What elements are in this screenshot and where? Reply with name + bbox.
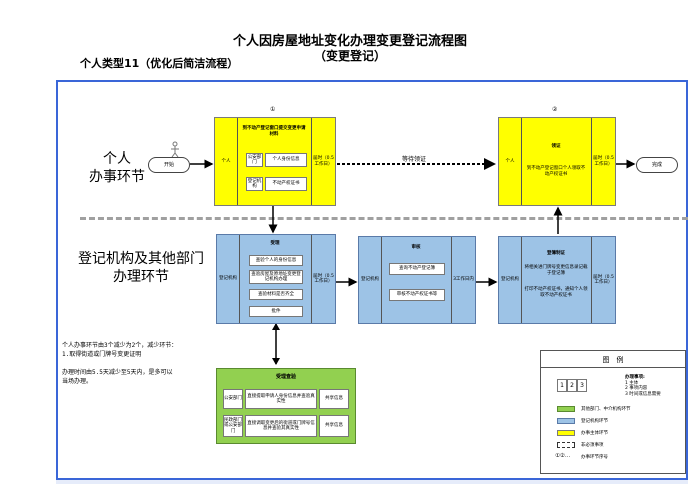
legend-swatch-yellow	[557, 430, 575, 436]
accept-item-1: 查验个人的身份信息	[249, 255, 303, 266]
legend-steps-desc: 办理事项: 1 主体 2 事项内容 3 时间或信息需要	[625, 375, 661, 397]
lane-divider	[80, 217, 688, 220]
step1-number: ①	[270, 106, 276, 113]
step1-header: 到不动产登记窗口提交变更申请材料	[242, 126, 306, 137]
review-box: 登记机构 审核 查询不动产登记簿 审核不动产权证书等 3工作日内	[358, 236, 476, 324]
wait-label: 等待领证	[402, 156, 427, 163]
step2-actor: 个人	[505, 158, 515, 164]
legend-label-blue: 登记机构环节	[581, 419, 608, 424]
register-actor: 登记机构	[501, 277, 519, 283]
legend-steps-sample: 1 2 3	[557, 379, 587, 392]
register-item-1: 将相关进门牌号变更信息录记载于登记簿	[524, 265, 588, 276]
review-actor: 登记机构	[361, 277, 379, 283]
review-time: 3工作日内	[453, 277, 474, 283]
accept-box: 登记机构 受理 查验个人的身份信息 查验房屋及原地址变更登记机构办理 查验材料是…	[216, 234, 336, 324]
register-header: 登簿制证	[547, 251, 565, 256]
register-box: 登记机构 登簿制证 将相关进门牌号变更信息录记载于登记簿 打印不动产权证书，通知…	[498, 236, 616, 324]
legend-swatch-green	[557, 406, 575, 412]
step1-item2-source: 登记机构	[246, 177, 263, 191]
diagram-frame	[56, 80, 688, 480]
verify-row2-type: 共享信息	[319, 415, 349, 437]
frame-shadow	[56, 480, 688, 484]
legend-order-sample: ①②…	[555, 453, 571, 459]
page-subtitle: （变更登记）	[313, 49, 386, 63]
start-node: 开始	[148, 157, 190, 173]
verify-row2-dept: 民政部门或公安部门	[223, 415, 243, 437]
accept-time: 届时（0.5工作日）	[313, 273, 334, 285]
lane-label-personal: 个人办事环节	[89, 151, 145, 185]
optimization-note: 个人办事环节由3个减少为2个，减少环节： 1.取得街道或门牌号变更证明 办理时间…	[62, 342, 178, 385]
review-item-2: 审核不动产权证书等	[389, 289, 445, 301]
step1-box: 个人 到不动产登记窗口提交变更申请材料 公安部门 个人身份信息 登记机构 不动产…	[214, 117, 336, 206]
review-item-1: 查询不动产登记簿	[389, 263, 445, 275]
accept-item-2: 查验房屋及原地址变更登记机构办理	[249, 270, 303, 284]
step2-number: ②	[552, 106, 558, 113]
accept-item-4: 批件	[249, 306, 303, 317]
legend-swatch-dashed	[557, 442, 575, 448]
review-header: 审核	[411, 245, 421, 250]
register-item-2: 打印不动产权证书，通知个人领取不动产权证书	[524, 287, 588, 298]
step2-header: 领证	[551, 144, 561, 149]
verify-row1-dept: 公安部门	[223, 389, 243, 409]
legend-label-green: 其他部门、中介机构环节	[581, 407, 631, 412]
verify-row1-desc: 直接提取申请人身份信息并查验真实性	[245, 389, 317, 409]
step2-time: 届时（0.5工作日）	[593, 156, 614, 167]
end-node: 完成	[636, 157, 678, 173]
person-icon	[171, 141, 179, 158]
verify-row1-type: 共享信息	[319, 389, 349, 409]
section-title: 个人类型11（优化后简洁流程）	[80, 57, 239, 70]
accept-actor: 登记机构	[219, 276, 237, 282]
step2-body: 到不动产登记窗口个人领取不动产权证书	[526, 166, 586, 177]
step1-actor: 个人	[221, 158, 231, 164]
verify-header: 受理查验	[275, 374, 296, 380]
step1-item1-source: 公安部门	[246, 153, 263, 167]
legend-label-yellow: 办事主体环节	[581, 431, 608, 436]
step1-time: 届时（0.5工作日）	[313, 156, 334, 167]
verify-box: 受理查验 公安部门 直接提取申请人身份信息并查验真实性 共享信息 民政部门或公安…	[216, 368, 356, 444]
lane-label-agency: 登记机构及其他部门办理环节	[78, 251, 204, 285]
step1-item1-material: 个人身份信息	[265, 153, 307, 167]
legend-swatch-blue	[557, 418, 575, 424]
step2-box: 个人 领证 到不动产登记窗口个人领取不动产权证书 届时（0.5工作日）	[498, 117, 616, 206]
accept-item-3: 查验材料是否齐全	[249, 289, 303, 300]
verify-row2-desc: 直接调取变更后的街道或门牌号信息并查验其真实性	[245, 415, 317, 437]
legend-label-dashed: 非必须事项	[581, 443, 604, 448]
legend-label-order: 办事环节序号	[581, 455, 608, 460]
legend: 图 例 1 2 3 办理事项: 1 主体 2 事项内容 3 时间或信息需要 其他…	[540, 350, 686, 474]
legend-title: 图 例	[602, 356, 624, 364]
register-time: 届时（0.5工作日）	[593, 274, 614, 286]
step1-item2-material: 不动产权证书	[265, 177, 307, 191]
page-title: 个人因房屋地址变化办理变更登记流程图	[232, 34, 467, 49]
accept-header: 受理	[270, 241, 280, 246]
